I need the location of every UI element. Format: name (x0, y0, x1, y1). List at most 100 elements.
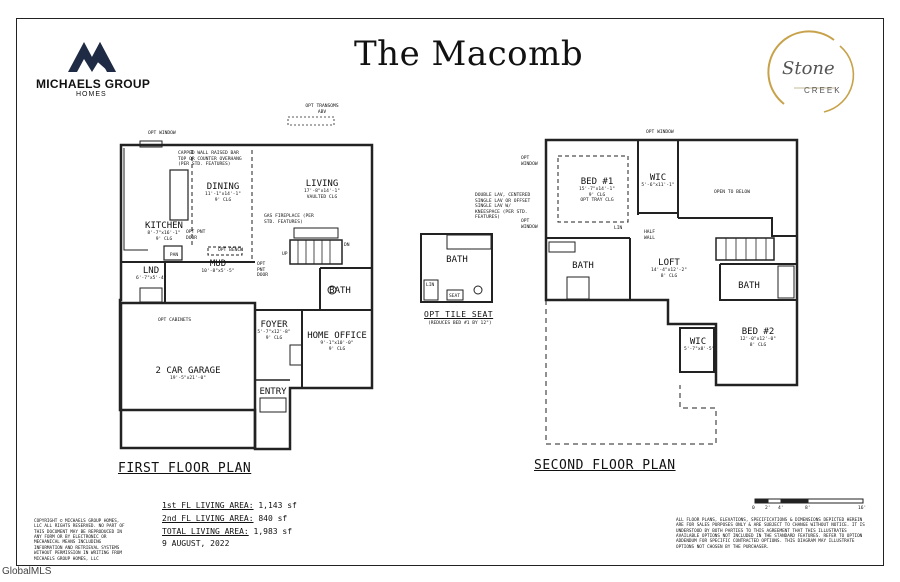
area-total-label: TOTAL LIVING AREA: (162, 526, 249, 536)
kitchen-dims: 8'-7"x16'-1" (147, 231, 181, 237)
opt-bath-label: BATH (444, 255, 470, 265)
note-half-wall: HALF WALL (644, 230, 656, 241)
room-mud: MUD 10'-8"x5'-5" (198, 259, 238, 275)
bed2-ceil: 8' CLG (749, 342, 767, 348)
entry-name: ENTRY (259, 387, 287, 397)
scale-16: 16' (858, 506, 867, 511)
room-pantry: PAN (167, 250, 181, 259)
area-first-label: 1st FL LIVING AREA: (162, 501, 254, 510)
dining-name: DINING (206, 182, 240, 192)
living-ceil: VAULTED CLG (306, 194, 338, 200)
note-dn: DN (344, 243, 350, 248)
bed1-tray: OPT TRAY CLG (580, 198, 614, 204)
foyer-ceil: 9' CLG (265, 335, 283, 341)
office-dims: 9'-1"x10'-0" (320, 341, 354, 347)
second-floor-heading: SECOND FLOOR PLAN (534, 458, 676, 473)
room-wic2: WIC 5'-7"x8'-5" (684, 337, 715, 353)
loft-ceil: 8' CLG (660, 273, 678, 279)
note-opt-transoms: OPT TRANSOMS ABV (305, 104, 339, 115)
room-foyer: FOYER 5'-7"x12'-8" 9' CLG (256, 320, 292, 341)
bed1-dims: 15'-7"x14'-1" (579, 187, 615, 193)
scale-4: 4' (778, 506, 784, 511)
wic1-name: WIC (649, 173, 667, 183)
lnd-dims: 6'-7"x5'-4" (136, 276, 167, 282)
note-opt-window-2a: OPT WINDOW (646, 130, 674, 135)
bed1-ceil: 9' CLG (588, 192, 606, 198)
mud-name: MUD (209, 259, 227, 269)
office-ceil: 9' CLG (328, 346, 346, 352)
opt-tile-seat-heading: OPT TILE SEAT (424, 310, 494, 319)
room-kitchen: KITCHEN 8'-7"x16'-1" 9' CLG (138, 221, 190, 242)
note-lin-2f: LIN (614, 226, 623, 231)
room-bed2: BED #2 12'-0"x12'-0" 8' CLG (736, 327, 780, 348)
room-bed1: BED #1 15'-7"x14'-1" 9' CLG OPT TRAY CLG (572, 177, 622, 204)
note-capped-wall: CAPPED WALL RAISED BAR TOP OR COUNTER OV… (178, 151, 242, 167)
disclaimer-note: ALL FLOOR PLANS, ELEVATIONS, SPECIFICATI… (676, 518, 865, 550)
note-up: UP (282, 252, 288, 257)
area-second-row: 2nd FL LIVING AREA: 840 sf (162, 513, 297, 526)
note-double-lav: DOUBLE LAV, CENTERED SINGLE LAV OR OFFSE… (475, 193, 531, 220)
living-dims: 17'-8"x14'-1" (304, 189, 340, 195)
note-opt-window-1: OPT WINDOW (148, 131, 176, 136)
note-opt-cabinets: OPT CABINETS (158, 318, 192, 323)
dining-dims: 11'-1"x14'-1" (205, 192, 241, 198)
stone-creek-badge: Stone CREEK (764, 28, 860, 124)
mud-dims: 10'-8"x5'-5" (201, 269, 235, 275)
room-living: LIVING 17'-8"x14'-1" VAULTED CLG (292, 179, 352, 200)
badge-line1: Stone (782, 58, 835, 79)
room-bath-1f: BATH (326, 286, 354, 296)
area-first-row: 1st FL LIVING AREA: 1,143 sf (162, 500, 297, 513)
area-second-label: 2nd FL LIVING AREA: (162, 513, 254, 523)
room-laundry: LND 6'-7"x5'-4" (136, 266, 167, 282)
plan-title: The Macomb (354, 34, 584, 74)
note-gas-fireplace: GAS FIREPLACE (PER STD. FEATURES) (264, 214, 314, 225)
room-dining: DINING 11'-1"x14'-1" 9' CLG (196, 182, 250, 203)
plan-date: 9 AUGUST, 2022 (162, 539, 230, 549)
opt-bath-name: BATH (446, 255, 468, 265)
bed2-dims: 12'-0"x12'-0" (740, 337, 776, 343)
area-total-value: 1,983 sf (253, 526, 293, 536)
room-open-to-below: OPEN TO BELOW (714, 190, 750, 195)
note-opt-pnt-door: OPT PNT DOOR (186, 230, 206, 241)
room-bath1-2f: BATH (568, 261, 598, 271)
bed2-name: BED #2 (741, 327, 775, 337)
loft-name: LOFT (658, 258, 680, 268)
room-entry: ENTRY (258, 387, 288, 397)
foyer-name: FOYER (260, 320, 288, 330)
opt-bath-seat: SEAT (449, 294, 461, 299)
garage-name: 2 CAR GARAGE (155, 366, 221, 376)
wic2-dims: 5'-7"x8'-5" (684, 347, 715, 353)
area-second-value: 840 sf (258, 513, 288, 523)
michaels-group-logo: MICHAELS GROUP HOMES (36, 30, 160, 100)
first-floor-heading: FIRST FLOOR PLAN (118, 461, 252, 476)
mountain-logo-icon (68, 42, 116, 72)
lnd-name: LND (142, 266, 160, 276)
badge-ring-icon (767, 30, 855, 113)
foyer-dims: 5'-7"x12'-8" (257, 330, 291, 336)
bath-1f-name: BATH (329, 286, 351, 296)
logo-sub: HOMES (76, 91, 107, 98)
opt-bath-lin: LIN (426, 283, 435, 288)
scale-bar (754, 498, 864, 504)
bath1-2f-name: BATH (572, 261, 594, 271)
note-opt-window-2b: OPT WINDOW (521, 156, 538, 167)
room-garage: 2 CAR GARAGE 19'-5"x21'-0" (140, 366, 236, 382)
room-bath2-2f: BATH (734, 281, 764, 291)
office-name: HOME OFFICE (307, 331, 367, 341)
area-total-row: TOTAL LIVING AREA: 1,983 sf (162, 526, 297, 539)
sheet-border (16, 18, 884, 566)
scale-8: 8' (805, 506, 811, 511)
kitchen-name: KITCHEN (145, 221, 183, 231)
room-wic1: WIC 5'-6"x11'-1" (640, 173, 676, 189)
badge-line2: CREEK (804, 86, 842, 95)
bath2-2f-name: BATH (738, 281, 760, 291)
garage-dims: 19'-5"x21'-0" (170, 376, 206, 382)
note-opt-window-2c: OPT WINDOW (521, 219, 538, 230)
wic2-name: WIC (689, 337, 707, 347)
room-home-office: HOME OFFICE 9'-1"x10'-0" 9' CLG (304, 331, 370, 352)
kitchen-ceil: 9' CLG (155, 236, 173, 242)
wic1-dims: 5'-6"x11'-1" (641, 183, 675, 189)
room-loft: LOFT 14'-4"x12'-2" 8' CLG (648, 258, 690, 279)
living-areas: 1st FL LIVING AREA: 1,143 sf 2nd FL LIVI… (162, 500, 297, 551)
note-opt-pnt-door-2: OPT PNT DOOR (257, 262, 269, 278)
